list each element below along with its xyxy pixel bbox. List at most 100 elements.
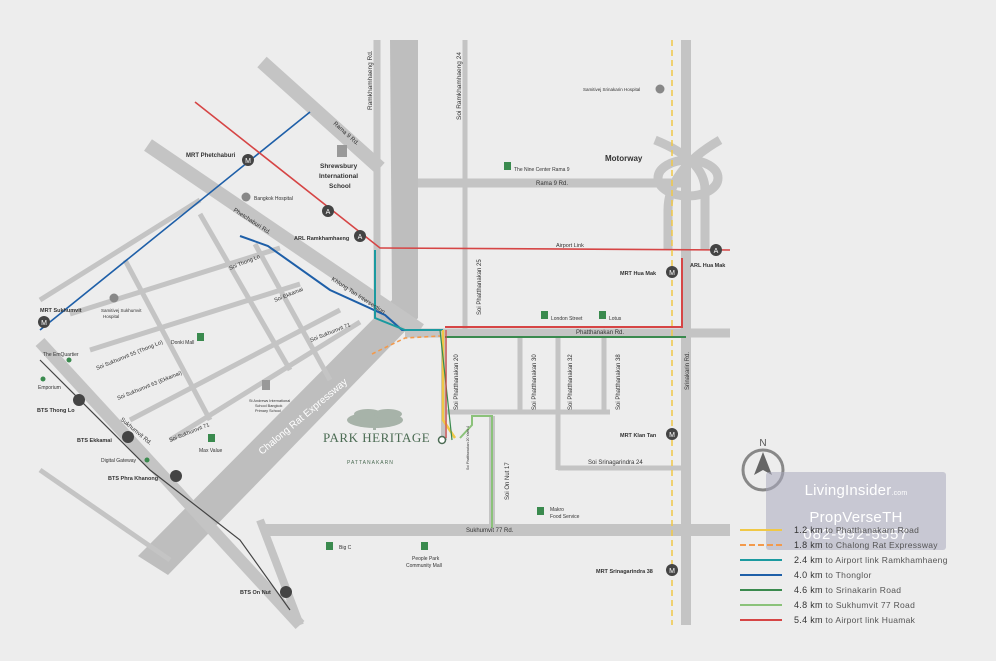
legend-line-swatch [740, 573, 782, 576]
legend-row: 4.6 km to Srinakarin Road [740, 582, 990, 597]
label-st-andrews-1: St Andrews International [249, 399, 290, 403]
legend-text: 4.8 km to Sukhumvit 77 Road [794, 599, 916, 610]
route-huamak [445, 258, 683, 328]
shopping-bag-icon [208, 434, 215, 442]
label-soi-phat32: Soi Phatthanakan 32 [568, 354, 574, 410]
label-shrewsbury-3: School [329, 183, 351, 190]
label-bts-ekkamai: BTS Ekkamai [77, 438, 112, 444]
label-bangkok-hospital: Bangkok Hospital [254, 196, 293, 202]
road-network [35, 40, 730, 630]
shopping-bag-icon [326, 542, 333, 550]
legend-distance: 1.2 km [794, 524, 823, 535]
label-soi-phat30: Soi Phatthanakan 30 [532, 354, 538, 410]
shopping-bag-icon [504, 162, 511, 170]
legend-line-swatch [740, 558, 782, 561]
label-airport-link: Airport Link [556, 243, 584, 249]
hospital-icon [655, 84, 665, 94]
label-sukhumvit77: Sukhumvit 77 Rd. [466, 528, 514, 534]
label-ramkhamhaeng: Ramkhamhaeng Rd. [367, 50, 374, 110]
legend-line-swatch [740, 528, 782, 531]
shopping-bag-icon [541, 311, 548, 319]
label-rama9: Rama 9 Rd. [536, 181, 568, 187]
mrt-phetchaburi-badge: M [242, 154, 254, 166]
legend-line-swatch [740, 618, 782, 621]
label-st-andrews-2: School Bangkok [255, 404, 283, 408]
watermark-brand-name: LivingInsider [804, 482, 892, 499]
label-emporium: Emporium [38, 385, 61, 391]
watermark-domain: .com [891, 490, 908, 497]
park-heritage-tree-logo [347, 409, 403, 430]
label-arl-ramkhamhaeng: ARL Ramkhamhaeng [294, 236, 349, 242]
watermark-line1: PropVerseTH [809, 509, 903, 526]
shopping-bag-icon [197, 333, 204, 341]
mrt-hua-mak-badge: M [666, 266, 678, 278]
mall-dot-icon [40, 376, 46, 382]
label-shrewsbury-1: Shrewsbury [320, 163, 358, 170]
arl-badge-letter: A [326, 209, 331, 216]
legend-distance: 4.8 km [794, 599, 823, 610]
label-shrewsbury-2: International [319, 173, 358, 180]
bts-on-nut-badge [280, 586, 292, 598]
legend-text: 5.4 km to Airport link Huamak [794, 614, 916, 625]
legend-row: 5.4 km to Airport link Huamak [740, 612, 990, 627]
project-marker[interactable] [437, 435, 447, 445]
label-mrt-sukhumvit: MRT Sukhumvit [40, 308, 82, 314]
legend-text: 1.2 km to Phatthanakarn Road [794, 524, 920, 535]
label-soi-phat-small: Soi Phatthanakan 20 Yaek 4 [466, 426, 470, 470]
label-samitivej-srinakarin: Samitivej Srinakarin Hospital [583, 87, 640, 92]
label-arl-hua-mak: ARL Hua Mak [690, 263, 726, 269]
label-soi-srinagarindra24: Soi Srinagarindra 24 [588, 460, 643, 466]
mrt-badge-letter: M [669, 270, 675, 277]
shopping-bag-icon [537, 507, 544, 515]
legend-text: 4.0 km to Thonglor [794, 569, 872, 580]
label-digital-gateway: Digital Gateway [101, 458, 137, 464]
legend-line-swatch [740, 543, 782, 546]
label-soi-phat38: Soi Phatthanakan 38 [616, 354, 622, 410]
legend-text: 4.6 km to Srinakarin Road [794, 584, 902, 595]
label-lotus: Lotus [609, 316, 622, 322]
label-soi-ram24: Soi Ramkhamhaeng 24 [456, 52, 463, 120]
mrt-klan-tan-badge: M [666, 428, 678, 440]
shopping-bag-icon [599, 311, 606, 319]
watermark-line2: 082-992-5557 [803, 526, 909, 543]
shopping-bag-icon [421, 542, 428, 550]
project-subtitle: PATTANAKARN [347, 460, 394, 466]
legend-distance: 5.4 km [794, 614, 823, 625]
bts-phra-khanong-badge [170, 470, 182, 482]
legend-row: 4.8 km to Sukhumvit 77 Road [740, 597, 990, 612]
arl-badge-letter: A [358, 234, 363, 241]
label-st-andrews-3: Primary School [255, 409, 281, 413]
route-sukhumvit77 [459, 415, 493, 528]
legend-row: 2.4 km to Airport link Ramkhamhaeng [740, 552, 990, 567]
bts-ekkamai-badge [122, 431, 134, 443]
poi-icons [40, 84, 665, 550]
school-icon [337, 145, 347, 157]
label-soi-phat20: Soi Phatthanakan 20 [454, 354, 460, 410]
watermark-brand: LivingInsider.com [766, 482, 946, 499]
mrt-blue-line [39, 111, 311, 331]
label-nine-center: The Nine Center Rama 9 [514, 167, 570, 173]
legend-distance: 1.8 km [794, 539, 823, 550]
arl-badge-1: A [322, 205, 334, 217]
label-people-park-1: People Park [412, 556, 440, 562]
legend-row: 1.8 km to Chalong Rat Expressway [740, 537, 990, 552]
compass-letter: N [759, 438, 766, 449]
route-expressway-dash [371, 335, 441, 355]
legend-text: 1.8 km to Chalong Rat Expressway [794, 539, 938, 550]
label-max-value: Max Value [199, 448, 222, 454]
legend-line-swatch [740, 588, 782, 591]
watermark: LivingInsider.com PropVerseTH 082-992-55… [766, 472, 946, 550]
route-arl-ramkhamhaeng [374, 250, 443, 331]
legend-row: 1.2 km to Phatthanakarn Road [740, 522, 990, 537]
legend-distance: 2.4 km [794, 554, 823, 565]
label-bts-on-nut: BTS On Nut [240, 590, 271, 596]
mrt-badge-letter: M [669, 432, 675, 439]
compass-icon: N [741, 438, 785, 492]
label-motorway: Motorway [605, 154, 643, 163]
place-labels: Shrewsbury International School Bangkok … [38, 87, 640, 569]
label-srinakarin: Srinakarin Rd. [685, 352, 691, 390]
label-donki: Donki Mall [171, 340, 194, 346]
hospital-icon [241, 192, 251, 202]
mrt-badge-letter: M [669, 568, 675, 575]
